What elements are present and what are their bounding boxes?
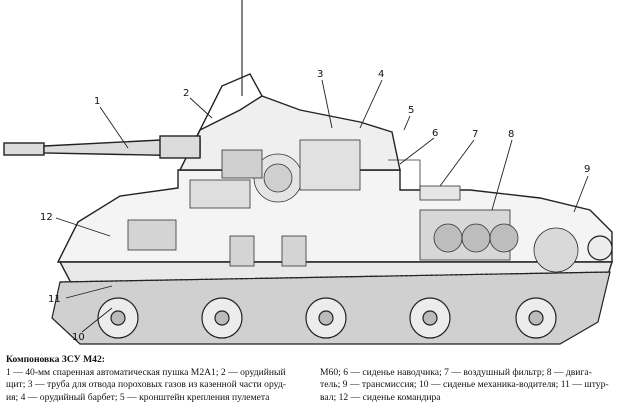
callout-5: 5 — [408, 105, 414, 116]
caption-line: ия; 4 — орудийный барбет; 5 — кронштейн … — [6, 391, 270, 403]
callout-7: 7 — [472, 129, 478, 140]
caption-line: 1 — 40-мм спаренная автоматическая пушка… — [6, 366, 286, 378]
callout-6: 6 — [432, 128, 438, 139]
callout-4: 4 — [378, 69, 384, 80]
internals — [127, 139, 579, 273]
callout-3: 3 — [317, 69, 323, 80]
caption-line: М60; 6 — сиденье наводчика; 7 — воздушны… — [320, 366, 592, 378]
callout-12: 12 — [40, 212, 53, 223]
caption-title: Компоновка ЗСУ М42: — [6, 354, 105, 365]
callout-10: 10 — [72, 332, 85, 343]
leader-lines — [55, 79, 589, 333]
caption-line: тель; 9 — трансмиссия; 10 — сиденье меха… — [320, 379, 609, 391]
figure-caption: Компоновка ЗСУ М42: 1 — 40-мм спаренная … — [6, 354, 636, 404]
road-wheels — [97, 235, 613, 339]
caption-line: щит; 3 — труба для отвода пороховых газо… — [6, 379, 286, 391]
caption-left-column: Компоновка ЗСУ М42: 1 — 40-мм спаренная … — [6, 354, 314, 404]
caption-line: вал; 12 — сиденье командира — [320, 391, 441, 403]
callout-9: 9 — [584, 164, 590, 175]
callout-2: 2 — [183, 88, 189, 99]
caption-right-column: М60; 6 — сиденье наводчика; 7 — воздушны… — [320, 354, 634, 404]
tank-cutaway-drawing: 1 2 3 4 5 6 7 8 9 10 11 12 — [3, 0, 613, 345]
gun-barrel — [3, 135, 201, 159]
callout-1: 1 — [94, 96, 100, 107]
callout-11: 11 — [48, 294, 61, 305]
callout-8: 8 — [508, 129, 514, 140]
